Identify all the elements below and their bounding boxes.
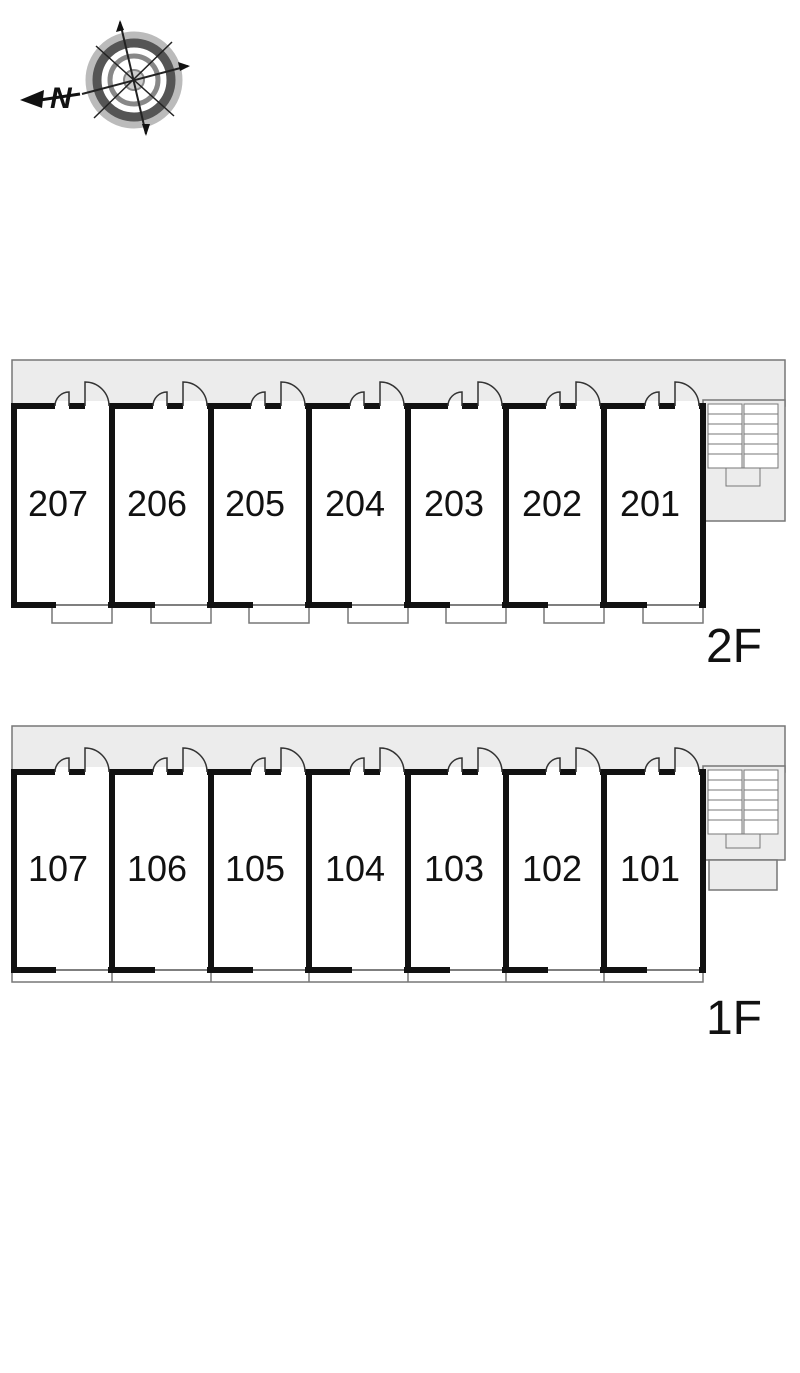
corridor-2f — [11, 359, 786, 407]
unit-204: 204 — [325, 483, 385, 524]
compass-north-letter: N — [50, 82, 73, 115]
entrance-step-1f — [708, 859, 778, 891]
doors-2f — [54, 381, 700, 609]
unit-203: 203 — [424, 483, 484, 524]
stairs-2f — [707, 403, 779, 487]
unit-102: 102 — [522, 848, 582, 889]
unit-103: 103 — [424, 848, 484, 889]
unit-104: 104 — [325, 848, 385, 889]
unit-101: 101 — [620, 848, 680, 889]
compass-icon: N — [20, 20, 190, 136]
unit-207: 207 — [28, 483, 88, 524]
unit-201: 201 — [620, 483, 680, 524]
doors-1f — [54, 747, 700, 974]
unit-106: 106 — [127, 848, 187, 889]
unit-202: 202 — [522, 483, 582, 524]
unit-205: 205 — [225, 483, 285, 524]
floor-label-2f: 2F — [706, 620, 762, 673]
unit-105: 105 — [225, 848, 285, 889]
corridor-1f — [11, 725, 786, 773]
unit-206: 206 — [127, 483, 187, 524]
floor-1f: 107 106 105 104 103 102 101 1F — [11, 725, 786, 1045]
unit-107: 107 — [28, 848, 88, 889]
floor-2f: 207 206 205 204 203 202 201 2F — [11, 359, 786, 673]
floor-label-1f: 1F — [706, 992, 762, 1045]
stairs-1f — [707, 769, 779, 849]
